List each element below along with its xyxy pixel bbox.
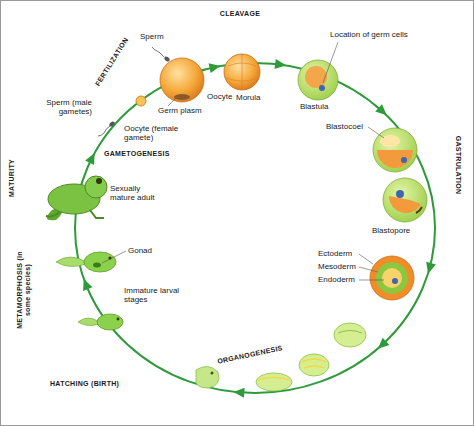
part-label: Germ plasm	[158, 106, 202, 115]
part-label: Blastopore	[372, 226, 410, 235]
sperm-gamete	[98, 121, 116, 136]
embryo	[334, 323, 366, 347]
oocyte-gamete	[136, 96, 146, 106]
leader-line	[323, 42, 338, 83]
leader-line	[168, 98, 176, 106]
part-label: Gonad	[128, 246, 152, 255]
stage-label: METAMORPHOSIS (in some species)	[16, 250, 32, 330]
stage-label: FERTILIZATION	[94, 36, 130, 88]
arrowhead	[375, 104, 390, 119]
morula	[224, 54, 260, 90]
leader-line	[359, 254, 373, 264]
part-label: Endoderm	[318, 275, 355, 284]
late-gastrula	[383, 178, 427, 222]
part-label: Mesoderm	[318, 262, 356, 271]
part-label: Sexually mature adult	[110, 184, 166, 202]
hatchling	[196, 366, 219, 388]
part-label: Blastula	[300, 102, 328, 111]
tadpole	[56, 252, 116, 272]
sperm-cell	[152, 47, 171, 62]
stage-label: GASTRULATION	[454, 136, 462, 195]
arrowhead	[233, 387, 245, 398]
arrowhead	[275, 59, 287, 70]
germ-layers	[370, 256, 414, 300]
blastopore-mark	[416, 207, 422, 213]
arrowhead	[79, 277, 92, 291]
germ-plasm	[174, 94, 190, 100]
germ-cells	[319, 85, 325, 91]
stage-label: MATURITY	[8, 159, 16, 197]
blastula	[298, 60, 338, 100]
stage-label: CLEAVAGE	[220, 10, 260, 18]
stage-label: GAMETOGENESIS	[104, 150, 170, 158]
leader-line	[359, 280, 384, 281]
part-label: Immature larval stages	[124, 286, 182, 304]
leader-line	[359, 267, 378, 272]
part-label: Blastocoel	[326, 122, 363, 131]
part-label: Sperm (male gametes)	[36, 98, 92, 116]
part-label: Oocyte (female gamete)	[124, 124, 186, 142]
arrowhead	[85, 151, 99, 165]
embryo	[256, 373, 292, 391]
arrowhead	[374, 338, 389, 353]
arrowhead	[423, 262, 436, 275]
part-label: Sperm	[140, 32, 164, 41]
embryo	[299, 354, 329, 376]
part-label: Ectoderm	[318, 249, 352, 258]
tadpole	[78, 314, 123, 330]
oocyte-egg	[160, 58, 204, 102]
gonad-mark	[93, 263, 101, 268]
leader-line	[102, 251, 126, 263]
part-label: Oocyte	[207, 92, 232, 101]
early-gastrula	[373, 128, 417, 172]
part-label: Morula	[236, 93, 260, 102]
part-label: Location of germ cells	[330, 30, 408, 39]
frog-figure	[46, 176, 107, 220]
stage-label: HATCHING (BIRTH)	[50, 380, 119, 388]
arrowhead	[209, 61, 222, 73]
cycle-arrow	[75, 63, 435, 393]
leader-line	[368, 127, 384, 138]
stage-label: ORGANOGENESIS	[217, 344, 284, 366]
